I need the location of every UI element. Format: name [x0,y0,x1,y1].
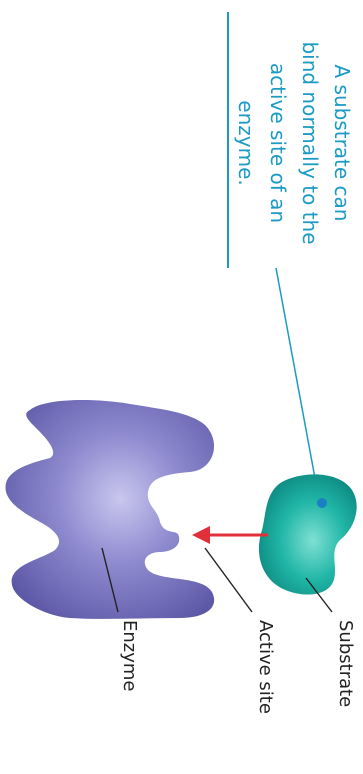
active-site-label: Active site [254,620,276,714]
arrow-head [192,526,210,544]
callout-line-4: enzyme. [230,8,262,278]
callout-line-2: bind normally to the [294,8,326,278]
substrate-label: Substrate [334,620,356,707]
enzyme-label: Enzyme [118,620,140,692]
callout-anchor-dot [317,498,327,508]
callout-line-3: active site of an [262,8,294,278]
substrate-shape [259,474,357,594]
enzyme-shape [5,400,214,619]
callout-leader [276,268,320,505]
callout-line-1: A substrate can [326,8,358,278]
